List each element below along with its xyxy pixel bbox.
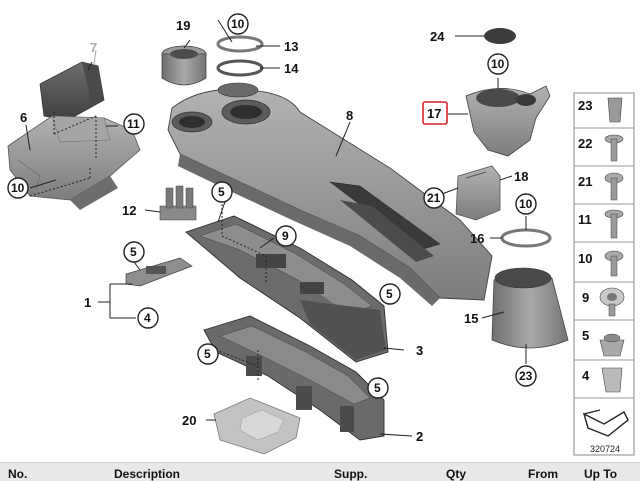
part-1-bracket <box>125 257 193 287</box>
fastener-panel <box>573 92 635 456</box>
arrow-icon <box>582 409 629 437</box>
callout-10-right: 10 <box>491 57 505 71</box>
fastener-22-icon <box>604 134 624 162</box>
part-3-inner-tray <box>185 215 389 363</box>
part-8-center-console <box>167 82 493 306</box>
part-14-ring <box>216 59 264 77</box>
fastener-label-9: 9 <box>582 290 589 305</box>
table-header-qty: Qty <box>446 467 467 481</box>
fastener-23-icon <box>607 97 623 123</box>
highlight-box-17 <box>422 101 448 125</box>
callout-1: 1 <box>84 295 91 310</box>
part-20-plate <box>213 397 301 455</box>
callout-18: 18 <box>514 169 528 184</box>
table-header-upto: Up To <box>584 467 618 481</box>
callout-12: 12 <box>122 203 136 218</box>
callout-11: 11 <box>127 117 140 131</box>
part-19-knob <box>161 45 207 86</box>
fastener-label-23: 23 <box>578 98 592 113</box>
callout-3: 3 <box>416 343 423 358</box>
part-17-cover <box>465 85 551 157</box>
part-16-ring <box>500 228 552 248</box>
parts-table-header: No. Description Supp. Qty From Up To <box>0 462 640 481</box>
table-header-no: No. <box>8 467 28 481</box>
fastener-21-icon <box>604 172 624 201</box>
callout-24: 24 <box>430 29 445 44</box>
callout-5-b: 5 <box>130 245 137 259</box>
callout-10-top: 10 <box>231 17 245 31</box>
callout-23: 23 <box>519 369 533 383</box>
callout-21: 21 <box>427 191 441 205</box>
fastener-label-5: 5 <box>582 328 589 343</box>
callout-10-cup: 10 <box>519 197 533 211</box>
callout-5-d: 5 <box>204 347 211 361</box>
part-13-ring <box>216 35 264 53</box>
callout-17: 17 <box>427 106 441 121</box>
parts-diagram-svg: 19 10 13 14 24 10 17 7 8 6 11 10 12 5 9 … <box>7 13 635 456</box>
table-header-supp: Supp. <box>334 467 368 481</box>
table-header-description: Description <box>114 467 181 481</box>
part-2-lower-frame <box>203 315 385 441</box>
part-15-cup <box>491 267 569 349</box>
callout-5-e: 5 <box>374 381 381 395</box>
dashed-guides <box>29 112 267 380</box>
callout-5-a: 5 <box>218 185 225 199</box>
fastener-label-21: 21 <box>578 174 592 189</box>
callout-15: 15 <box>464 311 478 326</box>
table-header-from: From <box>528 467 558 481</box>
fastener-label-10: 10 <box>578 251 592 266</box>
parts-diagram: 19 10 13 14 24 10 17 7 8 6 11 10 12 5 9 … <box>7 13 635 456</box>
callout-14: 14 <box>284 61 299 76</box>
callout-16: 16 <box>470 231 484 246</box>
fastener-10-icon <box>604 250 624 277</box>
fastener-label-4: 4 <box>582 368 590 383</box>
callout-19: 19 <box>176 18 190 33</box>
callout-7: 7 <box>90 40 97 55</box>
callout-9: 9 <box>282 229 289 243</box>
fastener-11-icon <box>604 209 624 239</box>
part-12-clip <box>159 185 197 221</box>
part-6-carrier <box>7 115 141 210</box>
fastener-5-icon <box>599 333 625 357</box>
part-18-trim <box>455 165 501 221</box>
fastener-label-22: 22 <box>578 136 592 151</box>
callout-10-left: 10 <box>11 181 25 195</box>
fastener-4-icon <box>601 367 623 393</box>
callout-2: 2 <box>416 429 423 444</box>
callout-6: 6 <box>20 110 27 125</box>
callout-13: 13 <box>284 39 298 54</box>
callout-5-c: 5 <box>386 287 393 301</box>
part-24-grommet <box>484 28 516 44</box>
callout-8: 8 <box>346 108 353 123</box>
diagram-reference-number: 320724 <box>590 444 620 454</box>
callout-20: 20 <box>182 413 196 428</box>
circle-callouts <box>7 13 537 399</box>
fastener-9-icon <box>599 287 625 317</box>
callout-4: 4 <box>144 311 151 325</box>
fastener-label-11: 11 <box>578 212 592 227</box>
part-7-cover <box>39 61 105 121</box>
